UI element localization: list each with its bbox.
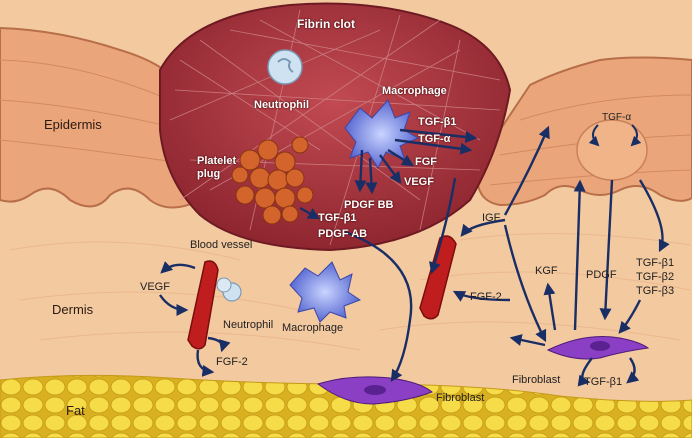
epidermis-label: Epidermis [44, 117, 102, 132]
igf-label: IGF [482, 212, 501, 224]
tgfb2-right-label: TGF-β2 [636, 271, 675, 283]
tgfb1-platelet-label: TGF-β1 [318, 212, 357, 224]
epidermis-left [0, 26, 201, 209]
pdgf-right-label: PDGF [586, 269, 617, 281]
neutrophil-dermis-cell [216, 277, 242, 302]
macrophage-clot-label: Macrophage [382, 85, 447, 97]
vegf-left-label: VEGF [140, 281, 170, 293]
macrophage-dermis-cell [289, 261, 362, 323]
tgfa-clot-label: TGF-α [418, 133, 451, 145]
vegf-clot-label: VEGF [404, 176, 434, 188]
fibroblast-right-label: Fibroblast [512, 374, 561, 386]
dermis-label: Dermis [52, 302, 94, 317]
fibrin-clot-label: Fibrin clot [297, 17, 355, 31]
tgfb1-clot-label: TGF-β1 [418, 116, 457, 128]
kgf-label: KGF [535, 265, 558, 277]
fibroblast-bottom-label: Fibroblast [436, 392, 485, 404]
neutrophil-clot-cell [267, 49, 303, 85]
platelet-plug [231, 136, 314, 225]
fgf-clot-label: FGF [415, 156, 437, 168]
fgf2-right-label: FGF-2 [470, 291, 502, 303]
blood-vessel-left [187, 260, 219, 350]
signal-arrows [159, 125, 670, 387]
pdgf-ab-label: PDGF AB [318, 228, 368, 240]
neutrophil-clot-label: Neutrophil [254, 99, 309, 111]
neutrophil-dermis-label: Neutrophil [223, 319, 274, 331]
platelet-plug-label-line2: plug [197, 168, 221, 180]
tgfb1-right-label: TGF-β1 [636, 257, 675, 269]
platelet-plug-label-line1: Platelet [197, 155, 237, 167]
blood-vessel-label: Blood vessel [190, 239, 253, 251]
tgfa-epidermis-label: TGF-α [602, 112, 632, 123]
macrophage-dermis-label: Macrophage [282, 322, 344, 334]
pdgf-bb-label: PDGF BB [344, 199, 394, 211]
fat-label: Fat [66, 403, 85, 418]
blood-vessel-center [419, 235, 457, 320]
tgfb3-right-label: TGF-β3 [636, 285, 675, 297]
fgf2-left-label: FGF-2 [216, 356, 248, 368]
tgfb1-bottom-label: TGF-β1 [584, 376, 623, 388]
